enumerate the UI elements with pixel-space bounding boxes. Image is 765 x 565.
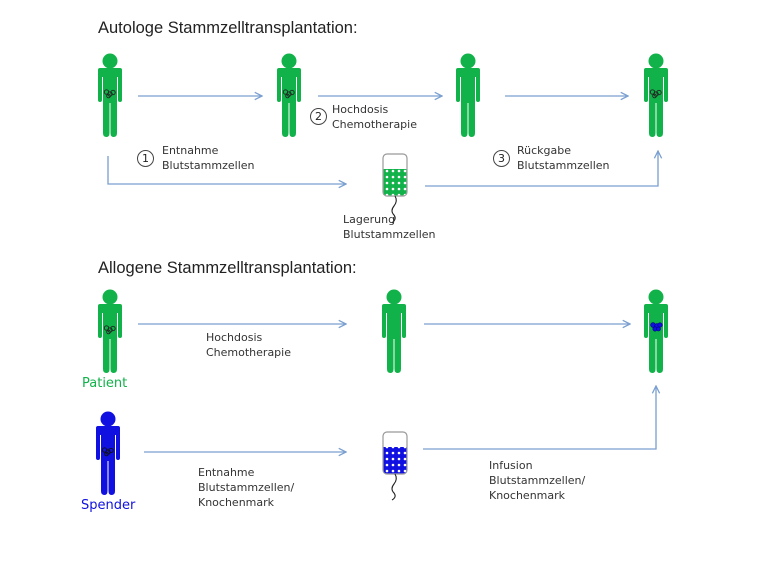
arrow-harvest-to-storage bbox=[107, 156, 346, 184]
infusion-label: Infusion Blutstammzellen/ Knochenmark bbox=[489, 458, 585, 503]
stem-cells-icon bbox=[282, 89, 295, 99]
step-number-3: 3 bbox=[493, 150, 510, 167]
step-3-line1: Rückgabe bbox=[517, 144, 572, 157]
stem-cells-icon bbox=[103, 325, 116, 335]
infusion-line2: Blutstammzellen/ bbox=[489, 474, 586, 487]
person-patient bbox=[98, 289, 122, 373]
donor-cells-icon bbox=[650, 322, 663, 332]
step-number-2: 2 bbox=[310, 108, 327, 125]
step-1-label: Entnahme Blutstammzellen bbox=[162, 143, 255, 173]
autolog-title: Autologe Stammzelltransplantation: bbox=[98, 19, 358, 37]
arrow-infusion bbox=[423, 386, 656, 450]
storage-line1: Lagerung bbox=[343, 213, 396, 226]
step-1-line1: Entnahme bbox=[162, 144, 219, 157]
allo-chemo-line2: Chemotherapie bbox=[206, 346, 291, 359]
person-patient-before-chemo bbox=[277, 53, 301, 137]
donor-bag-icon bbox=[382, 431, 408, 501]
person-patient-start bbox=[98, 53, 122, 137]
step-1-line2: Blutstammzellen bbox=[162, 159, 255, 172]
stem-cells-icon bbox=[649, 89, 662, 99]
harvest-line3: Knochenmark bbox=[198, 496, 275, 509]
step-3-line2: Blutstammzellen bbox=[517, 159, 610, 172]
person-patient-after-chemo bbox=[456, 53, 480, 137]
allogen-title: Allogene Stammzelltransplantation: bbox=[98, 259, 357, 277]
step-2-line2: Chemotherapie bbox=[332, 118, 417, 131]
patient-label: Patient bbox=[82, 376, 128, 391]
stem-cells-icon bbox=[101, 447, 114, 457]
donor-label: Spender bbox=[81, 498, 136, 513]
person-patient-after-chemo-allo bbox=[382, 289, 406, 373]
harvest-label: Entnahme Blutstammzellen/ Knochenmark bbox=[198, 465, 294, 510]
allo-chemo-line1: Hochdosis bbox=[206, 331, 263, 344]
step-2-line1: Hochdosis bbox=[332, 103, 389, 116]
person-patient-restored bbox=[644, 53, 668, 137]
step-number-1: 1 bbox=[137, 150, 154, 167]
storage-label: Lagerung Blutstammzellen bbox=[343, 212, 436, 242]
storage-line2: Blutstammzellen bbox=[343, 228, 436, 241]
harvest-line1: Entnahme bbox=[198, 466, 255, 479]
person-donor bbox=[96, 411, 120, 495]
person-patient-transplanted bbox=[644, 289, 668, 373]
storage-bag-icon bbox=[382, 153, 408, 224]
step-2-label: Hochdosis Chemotherapie bbox=[332, 102, 417, 132]
arrow-storage-to-patient bbox=[425, 151, 658, 187]
step-3-label: Rückgabe Blutstammzellen bbox=[517, 143, 610, 173]
allo-chemo-label: Hochdosis Chemotherapie bbox=[206, 330, 291, 360]
harvest-line2: Blutstammzellen/ bbox=[198, 481, 295, 494]
stem-cells-icon bbox=[103, 89, 116, 99]
infusion-line3: Knochenmark bbox=[489, 489, 566, 502]
infusion-line1: Infusion bbox=[489, 459, 533, 472]
